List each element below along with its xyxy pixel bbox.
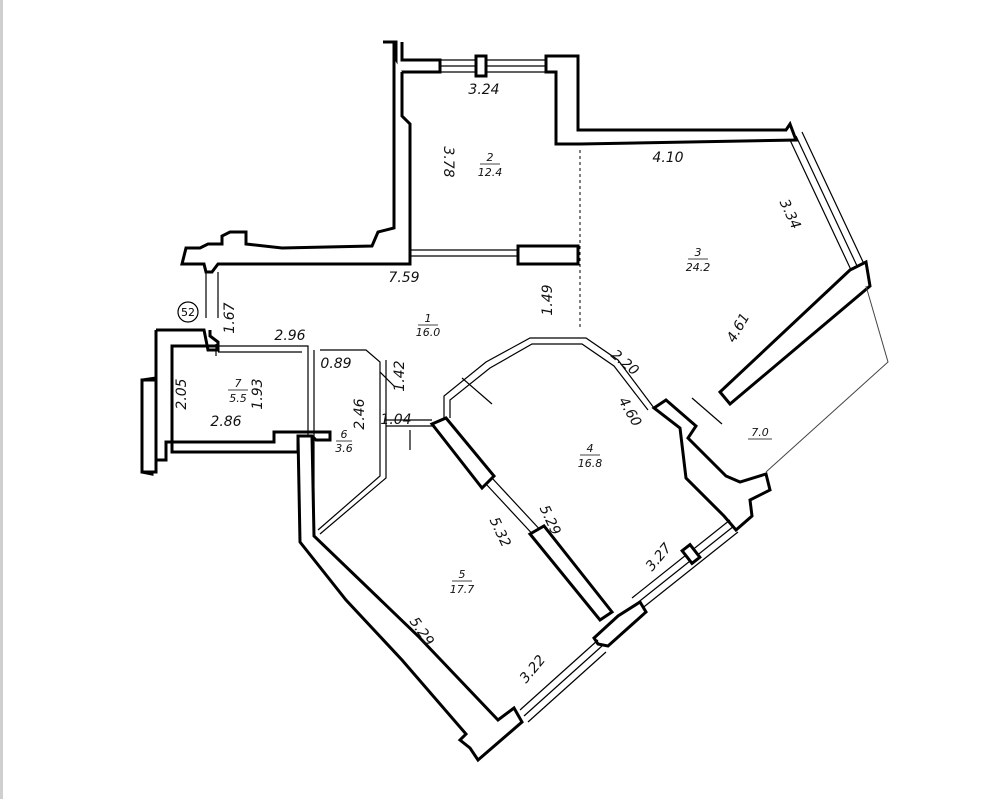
room-7-number: 7 [235,377,242,390]
dim-1-42: 1.42 [392,360,408,391]
room-5-number: 5 [459,568,466,581]
room-1-number: 1 [425,312,432,325]
dim-4-61: 4.61 [724,311,753,346]
room-2-number: 2 [487,151,494,164]
balcony-outline [765,285,889,473]
window-room4-mullion [680,542,702,566]
wall-room2-right [544,54,799,146]
wall-room2-south-block [516,244,580,266]
exterior-walls [140,40,889,763]
interior-walls [205,150,723,623]
apartment-marker: 52 [177,301,199,323]
dim-2-96: 2.96 [274,328,305,344]
dim-3-34: 3.34 [776,197,804,232]
dim-2-46: 2.46 [352,398,368,429]
partition-room6-room5 [386,419,432,427]
entry-door-lines [205,272,219,318]
wall-room5-southwest [296,434,524,763]
room-6-area: 3.6 [335,442,353,455]
partition-room4-north [443,337,655,420]
dim-7-59: 7.59 [388,270,419,286]
marker-circle [177,301,199,323]
window-room2 [440,59,546,73]
room-labels: 1 16.0 2 12.4 3 24.2 4 16.8 5 17.7 6 3.6 [228,151,772,596]
partition-room6 [313,349,387,535]
room-4-area: 16.8 [578,457,603,470]
page-border [0,0,3,799]
wall-room4-5-b [527,524,615,623]
room-3-number: 3 [695,246,702,259]
wall-north-west [180,40,412,274]
dim-4-10: 4.10 [652,150,683,166]
dim-1-93: 1.93 [250,378,266,409]
room-5-area: 17.7 [450,583,475,596]
window-room3 [789,131,865,273]
dim-5-32: 5.32 [486,515,514,550]
dim-1-04: 1.04 [380,412,411,428]
wall-room4-east [651,398,772,533]
dim-1-49: 1.49 [540,284,556,315]
balcony-area: 7.0 [751,426,769,439]
dim-2-05: 2.05 [174,378,190,409]
room-2-area: 12.4 [478,166,503,179]
door-ticks [215,344,723,450]
room-6-number: 6 [341,428,348,441]
window-room5 [519,639,607,723]
wall-room4-5-junction [592,599,648,648]
dim-2-20: 2.20 [607,347,641,379]
room-4-number: 4 [587,442,594,455]
partition-room2-south [410,249,518,257]
dim-3-78: 3.78 [440,146,456,177]
partition-room7-north [218,345,309,436]
dim-3-22: 3.22 [517,652,549,686]
wall-room7-west [140,378,158,474]
room-1-area: 16.0 [416,326,441,339]
window-room4 [631,519,739,611]
dim-0-89: 0.89 [320,356,351,372]
dim-1-67: 1.67 [222,302,238,333]
dim-3-24: 3.24 [468,82,499,98]
window-mullion [474,54,488,78]
wall-room3-east [717,259,872,407]
room-7-area: 5.5 [229,392,247,405]
partition-room4-5-door [485,477,545,541]
room-3-area: 24.2 [686,261,711,274]
marker-label: 52 [181,306,195,319]
wall-room4-5-a [429,416,497,491]
dim-2-86: 2.86 [210,414,241,430]
dim-3-27: 3.27 [643,540,675,574]
